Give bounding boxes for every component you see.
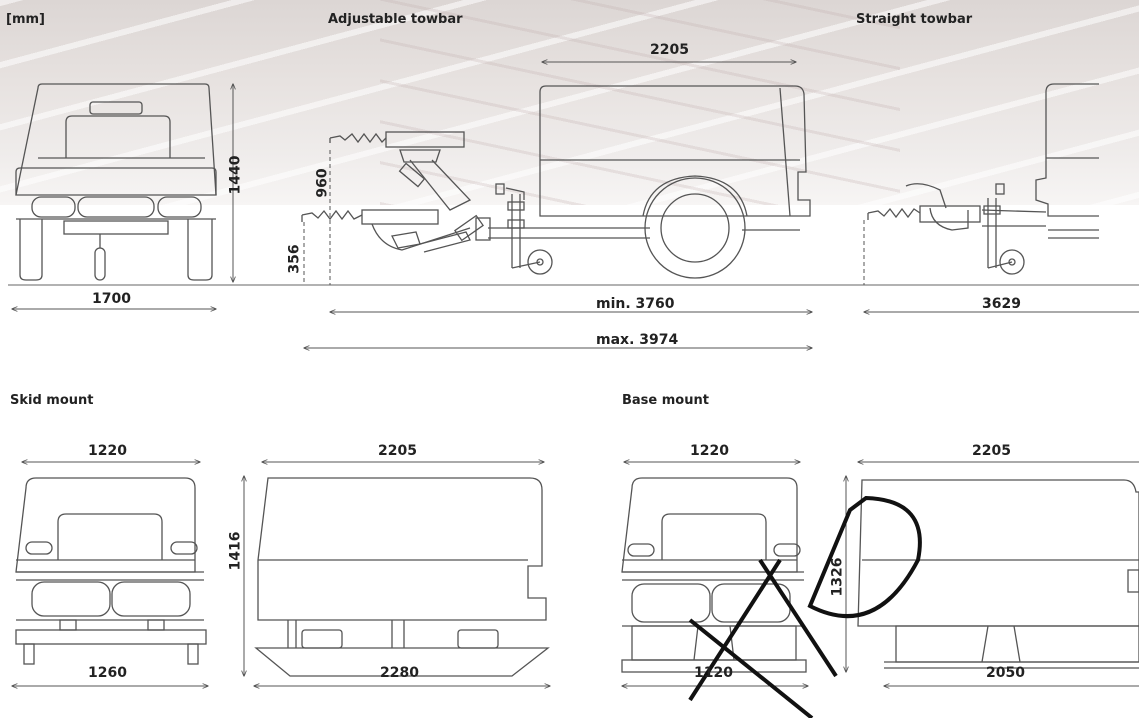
side-view-adjustable-towbar — [301, 85, 811, 279]
title-adjustable-towbar: Adjustable towbar — [328, 12, 463, 27]
dim-towbar-width: 1700 — [92, 291, 131, 307]
dim-adjustable-upper-height: 960 — [314, 168, 331, 198]
front-view-towbar — [15, 83, 217, 281]
base-mount-side-view — [857, 479, 1139, 669]
side-view-straight-towbar — [867, 83, 1099, 275]
dim-adjustable-lower-height: 356 — [286, 244, 303, 274]
dim-skid-length: 2280 — [380, 665, 419, 681]
dim-base-length: 2050 — [986, 665, 1025, 681]
dim-adjustable-max-length: max. 3974 — [596, 332, 679, 348]
dimension-lines — [12, 62, 1139, 686]
skid-mount-side-view — [254, 477, 550, 677]
title-skid-mount: Skid mount — [10, 393, 94, 408]
dim-towbar-height: 1440 — [227, 155, 244, 195]
dim-base-height: 1326 — [829, 557, 846, 597]
dim-straight-length: 3629 — [982, 296, 1021, 312]
dim-skid-canopy-length: 2205 — [378, 443, 417, 459]
warehouse-background-photo — [0, 0, 1139, 205]
units-label: [mm] — [6, 12, 45, 27]
dim-adjustable-min-length: min. 3760 — [596, 296, 675, 312]
dim-base-top-width: 1220 — [690, 443, 729, 459]
dim-canopy-length: 2205 — [650, 42, 689, 58]
title-base-mount: Base mount — [622, 393, 709, 408]
title-straight-towbar: Straight towbar — [856, 12, 973, 27]
dim-skid-base-width: 1260 — [88, 665, 127, 681]
dim-base-canopy-length: 2205 — [972, 443, 1011, 459]
skid-mount-front-view — [15, 477, 207, 665]
dim-base-base-width: 1120 — [694, 665, 733, 681]
dim-skid-top-width: 1220 — [88, 443, 127, 459]
dim-skid-height: 1416 — [227, 531, 244, 571]
